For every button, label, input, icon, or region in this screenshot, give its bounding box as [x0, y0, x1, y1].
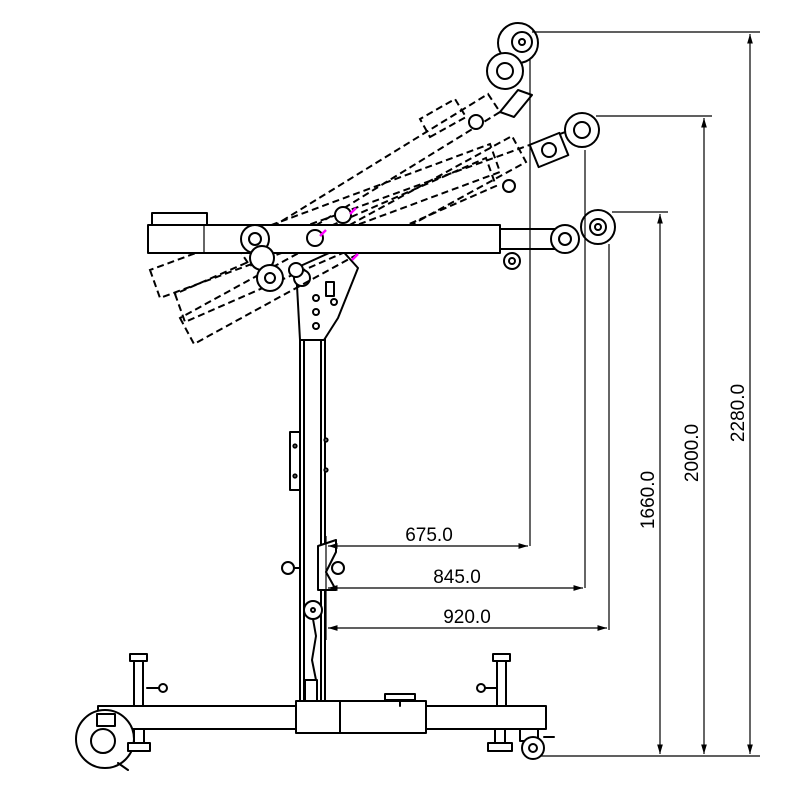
- boom-raised-position: [236, 22, 539, 268]
- right-leveling-foot: [487, 728, 513, 752]
- dimension-845-label: 845.0: [433, 567, 481, 588]
- pump-handle: [303, 600, 323, 702]
- dimension-2000: 2000.0: [682, 118, 707, 754]
- mast-head-bracket: [293, 247, 359, 341]
- right-caster-wheel: [519, 728, 555, 760]
- dimension-1660: 1660.0: [638, 214, 663, 754]
- dimension-845: 845.0: [328, 567, 583, 591]
- dimension-2280-label: 2280.0: [728, 384, 749, 442]
- dimension-675: 675.0: [328, 525, 528, 549]
- winch-bracket: [281, 539, 345, 591]
- pivot-markers: [319, 207, 359, 261]
- left-outrigger: [129, 653, 168, 707]
- dimension-2000-label: 2000.0: [682, 424, 703, 482]
- left-leveling-foot: [127, 728, 151, 752]
- left-caster-wheel: [75, 709, 135, 771]
- dimension-675-label: 675.0: [405, 525, 453, 546]
- dimension-920: 920.0: [328, 607, 607, 631]
- mast-column: [289, 334, 329, 702]
- right-outrigger: [476, 653, 511, 707]
- dimension-1660-label: 1660.0: [638, 471, 659, 529]
- dimension-920-label: 920.0: [443, 607, 491, 628]
- dimension-2280: 2280.0: [728, 34, 753, 754]
- base-frame: [97, 693, 547, 734]
- extension-lines: [325, 31, 760, 757]
- boom-horizontal-position: [147, 206, 616, 292]
